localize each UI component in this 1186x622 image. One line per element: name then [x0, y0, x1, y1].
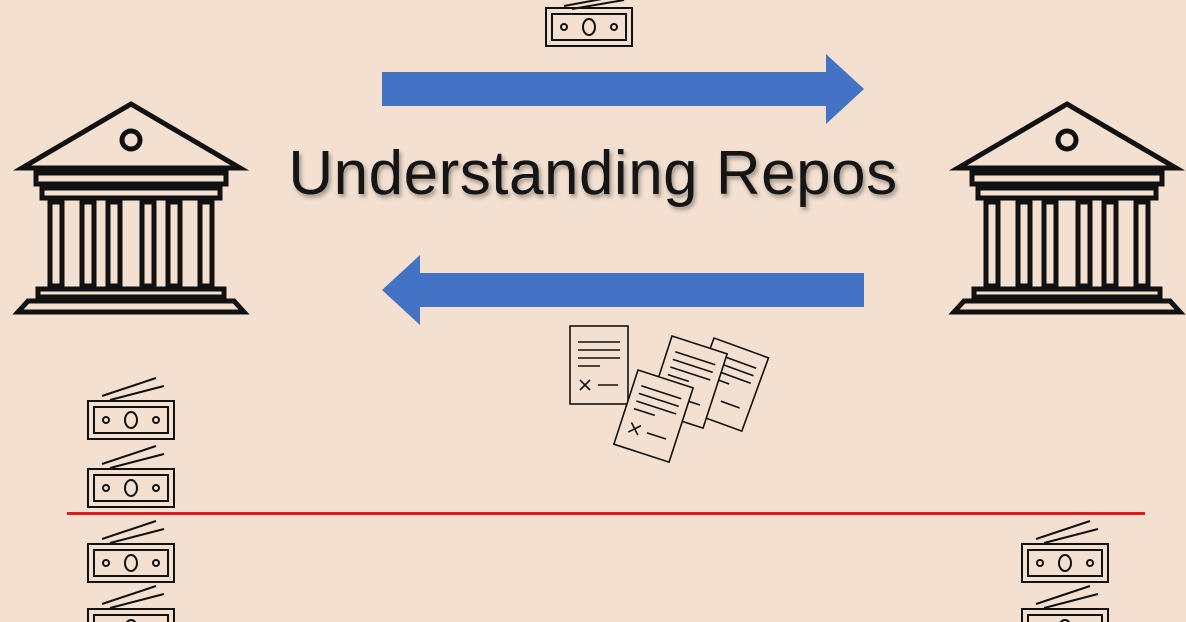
cash-icon — [1021, 585, 1109, 622]
left-bank-icon — [12, 101, 250, 315]
documents-icon — [569, 325, 770, 464]
cash-icon — [87, 377, 175, 440]
diagram-title: Understanding Repos — [288, 139, 898, 208]
cash-icon — [87, 520, 175, 583]
arrow-left-icon — [382, 255, 864, 325]
cash-icon — [545, 0, 633, 47]
divider-line — [67, 512, 1145, 515]
cash-icon — [1021, 520, 1109, 583]
cash-icon — [87, 445, 175, 508]
cash-icon — [87, 585, 175, 622]
arrow-right-icon — [382, 54, 864, 124]
right-bank-icon — [948, 101, 1186, 315]
